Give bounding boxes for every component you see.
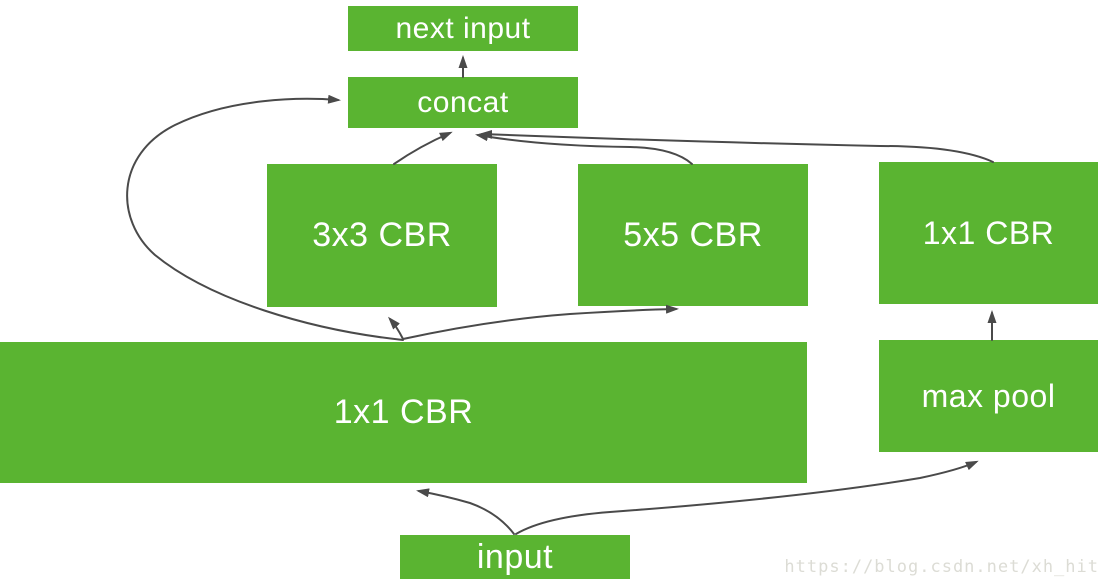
edge-wide1x1-to-cbr3 xyxy=(388,316,404,340)
edge-cbr1right-to-concat xyxy=(479,129,994,163)
csdn-watermark: https://blog.csdn.net/xh_hit xyxy=(784,557,1099,577)
conv-1x1-cbr-wide-box: 1x1 CBR xyxy=(0,342,807,483)
edge-wide1x1-to-cbr5 xyxy=(402,304,679,340)
conv-5x5-cbr-box: 5x5 CBR xyxy=(578,164,808,306)
edge-cbr5-to-concat xyxy=(475,132,693,165)
conv-1x1-cbr-right-box: 1x1 CBR xyxy=(879,162,1098,304)
input-box: input xyxy=(400,535,630,579)
edge-cbr3-to-concat xyxy=(393,131,453,165)
next-input-box: next input xyxy=(348,6,578,51)
max-pool-box: max pool xyxy=(879,340,1098,452)
conv-3x3-cbr-box: 3x3 CBR xyxy=(267,164,497,307)
concat-box: concat xyxy=(348,77,578,128)
edge-input-to-wide1x1 xyxy=(416,488,515,535)
